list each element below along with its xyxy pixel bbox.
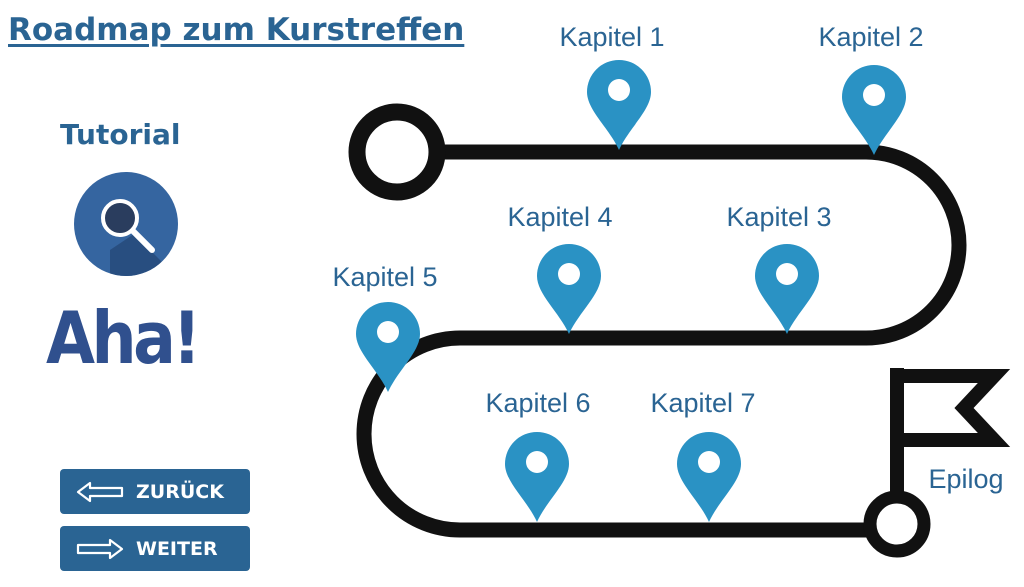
pin-kapitel-7[interactable] xyxy=(677,432,741,522)
chapter-label[interactable]: Kapitel 7 xyxy=(650,388,755,418)
chapter-label[interactable]: Kapitel 6 xyxy=(485,388,590,418)
pin-kapitel-4[interactable] xyxy=(537,244,601,334)
back-button-label: ZURÜCK xyxy=(136,480,224,503)
pin-kapitel-2[interactable] xyxy=(842,65,906,155)
next-button[interactable]: WEITER xyxy=(60,526,250,571)
back-button[interactable]: ZURÜCK xyxy=(60,469,250,514)
chapter-label[interactable]: Kapitel 1 xyxy=(559,22,664,52)
end-circle xyxy=(863,490,931,558)
tutorial-magnifier-icon[interactable] xyxy=(74,172,178,276)
pin-kapitel-6[interactable] xyxy=(505,432,569,522)
epilog-label[interactable]: Epilog xyxy=(928,464,1003,494)
chapter-label[interactable]: Kapitel 3 xyxy=(726,202,831,232)
chapter-label[interactable]: Kapitel 5 xyxy=(332,262,437,292)
tutorial-label: Tutorial xyxy=(60,118,181,151)
flag-icon xyxy=(890,369,1011,447)
pin-kapitel-5[interactable] xyxy=(356,302,420,392)
chapter-label[interactable]: Kapitel 4 xyxy=(507,202,612,232)
page-title[interactable]: Roadmap zum Kurstreffen xyxy=(8,12,465,48)
arrow-right-icon xyxy=(76,538,124,559)
aha-text: Aha! xyxy=(46,296,201,380)
arrow-left-icon xyxy=(76,481,124,502)
pin-kapitel-1[interactable] xyxy=(587,60,651,150)
start-circle xyxy=(348,103,446,201)
pin-kapitel-3[interactable] xyxy=(755,244,819,334)
next-button-label: WEITER xyxy=(136,537,218,560)
chapter-label[interactable]: Kapitel 2 xyxy=(818,22,923,52)
road-path xyxy=(356,144,967,538)
